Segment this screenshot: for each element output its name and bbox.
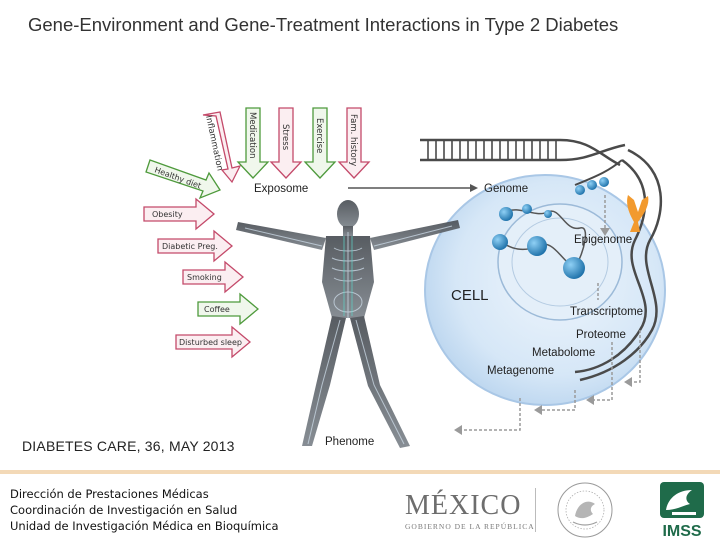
label-diabetic-preg: Diabetic Preg.: [162, 242, 218, 251]
arrow-healthy-diet: [145, 159, 221, 200]
arrow-medication: [236, 107, 270, 179]
label-medication: Medication: [247, 112, 257, 158]
arrow-stress: [269, 107, 303, 179]
mexico-logo-text: MÉXICO: [405, 490, 522, 521]
mexico-logo-subtitle: GOBIERNO DE LA REPÚBLICA: [405, 522, 535, 531]
footer-line-2: Coordinación de Investigación en Salud: [10, 503, 238, 517]
arrow-obesity: [143, 197, 216, 231]
label-epigenome: Epigenome: [574, 234, 632, 246]
footer-line-3: Unidad de Investigación Médica en Bioquí…: [10, 519, 279, 533]
footer-rule: [0, 470, 720, 474]
arrow-fam-history: [337, 107, 371, 179]
left-exposure-arrows: [143, 159, 260, 359]
footer-institution: Dirección de Prestaciones Médicas Coordi…: [10, 486, 279, 534]
receptor-y-shape: [627, 195, 649, 232]
label-exercise: Exercise: [314, 118, 324, 153]
arrow-exercise: [303, 107, 337, 179]
cell-nucleus: [497, 203, 623, 321]
label-phenome: Phenome: [325, 436, 374, 448]
label-proteome: Proteome: [576, 329, 626, 341]
arrow-coffee: [197, 292, 260, 326]
imss-logo-icon: IMSS: [660, 482, 704, 540]
nucleus-inner-ring: [511, 217, 609, 307]
mexico-gov-logo: MÉXICO GOBIERNO DE LA REPÚBLICA: [405, 490, 535, 532]
label-metabolome: Metabolome: [532, 347, 595, 359]
label-disturbed-sleep: Disturbed sleep: [179, 338, 242, 347]
label-fam-history: Fam. history: [348, 114, 358, 166]
human-figure: [236, 200, 460, 448]
label-metagenome: Metagenome: [487, 365, 554, 377]
label-obesity: Obesity: [152, 210, 183, 219]
dna-helix: [420, 138, 663, 382]
label-exposome: Exposome: [254, 183, 308, 195]
national-seal-icon: [557, 482, 613, 538]
footer-line-1: Dirección de Prestaciones Médicas: [10, 487, 209, 501]
arrow-disturbed-sleep: [175, 325, 252, 359]
diagram-title: Gene-Environment and Gene-Treatment Inte…: [28, 14, 619, 35]
histone-cluster: [492, 177, 609, 279]
arrow-diabetic-preg: [157, 229, 234, 263]
arrow-smoking: [182, 260, 245, 294]
label-cell: CELL: [451, 287, 489, 304]
top-exposure-arrows: [202, 107, 371, 184]
dashed-arrow-heads: [454, 228, 632, 435]
logo-divider: [535, 488, 536, 532]
label-smoking: Smoking: [187, 273, 222, 282]
arrow-inflammation: [202, 111, 242, 184]
label-coffee: Coffee: [204, 305, 230, 314]
label-stress: Stress: [280, 124, 290, 151]
imss-logo-text: IMSS: [662, 523, 701, 540]
label-genome: Genome: [484, 183, 528, 195]
label-transcriptome: Transcriptome: [570, 306, 643, 318]
exposome-genome-arrowhead: [470, 184, 478, 192]
diagram-canvas: Inflammation Medication Stress Exercise …: [143, 107, 666, 448]
citation: DIABETES CARE, 36, MAY 2013: [22, 438, 235, 454]
dashed-flow-arrows: [460, 195, 641, 431]
